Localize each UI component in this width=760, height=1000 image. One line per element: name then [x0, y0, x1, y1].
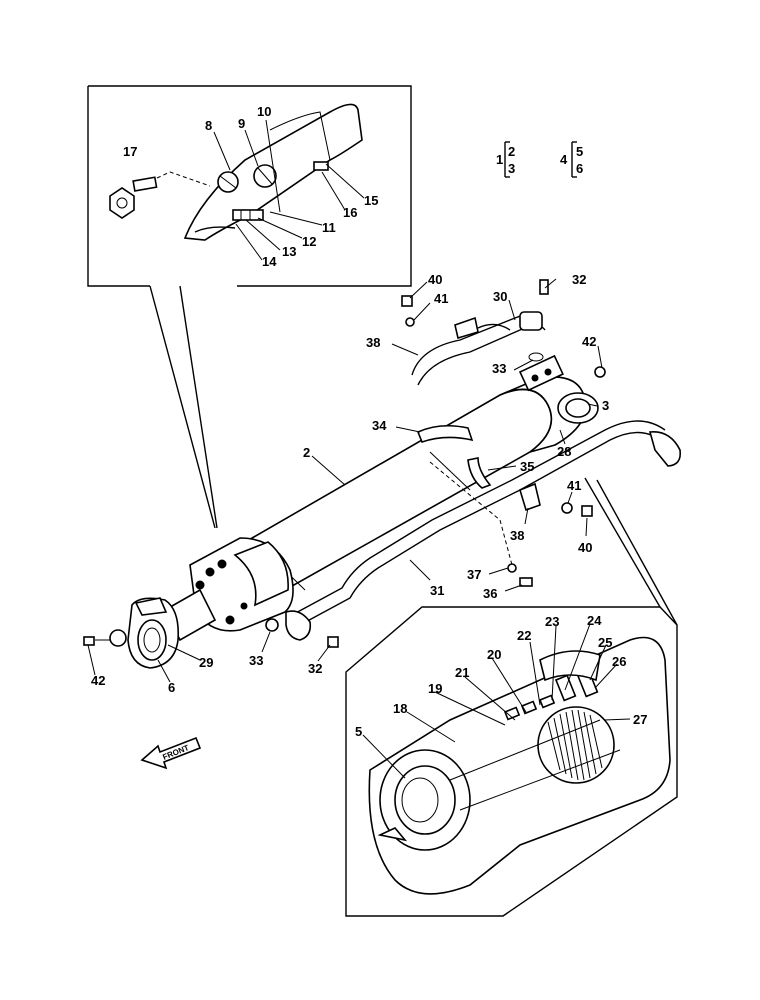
label-14: 14	[262, 254, 277, 269]
label-12: 12	[302, 234, 316, 249]
label-38-bottom: 38	[510, 528, 524, 543]
label-20: 20	[487, 647, 501, 662]
label-3: 3	[602, 398, 609, 413]
label-26: 26	[612, 654, 626, 669]
label-42-left: 42	[91, 673, 105, 688]
label-21: 21	[455, 665, 469, 680]
label-16: 16	[343, 205, 357, 220]
label-33-bottom: 33	[249, 653, 263, 668]
label-5: 5	[355, 724, 362, 739]
label-18: 18	[393, 701, 407, 716]
label-30: 30	[493, 289, 507, 304]
legend-item-3: 3	[508, 161, 515, 176]
label-9: 9	[238, 116, 245, 131]
label-34: 34	[372, 418, 387, 433]
label-23: 23	[545, 614, 559, 629]
label-10: 10	[257, 104, 271, 119]
label-32-bottom: 32	[308, 661, 322, 676]
label-11: 11	[322, 220, 336, 235]
label-6: 6	[168, 680, 175, 695]
label-40-top: 40	[428, 272, 442, 287]
label-25: 25	[598, 635, 612, 650]
label-36: 36	[483, 586, 497, 601]
thread-lines	[547, 709, 603, 781]
label-38-top: 38	[366, 335, 380, 350]
label-24: 24	[587, 613, 602, 628]
label-42-right: 42	[582, 334, 596, 349]
label-32-top: 32	[572, 272, 586, 287]
label-37: 37	[467, 567, 481, 582]
label-15: 15	[364, 193, 378, 208]
label-40-bottom: 40	[578, 540, 592, 555]
label-2: 2	[303, 445, 310, 460]
label-33-top: 33	[492, 361, 506, 376]
label-35: 35	[520, 459, 534, 474]
label-22: 22	[517, 628, 531, 643]
cylinder-tube	[238, 388, 553, 591]
cylinder-assembly: 2 3 28 32 40 41 30 38 33 42 34 35 41 38 …	[83, 272, 682, 695]
legend-item-5: 5	[576, 144, 583, 159]
legend-lead-1: 1	[496, 152, 503, 167]
front-direction-arrow: FRONT	[140, 736, 202, 770]
label-28: 28	[557, 444, 571, 459]
label-31: 31	[430, 583, 444, 598]
legend-lead-4: 4	[560, 152, 568, 167]
label-19: 19	[428, 681, 442, 696]
label-8: 8	[205, 118, 212, 133]
label-13: 13	[282, 244, 296, 259]
label-17: 17	[123, 144, 137, 159]
inset-piston-detail: 5 18 19 21 20 22 23 24 25 26 27	[345, 477, 678, 917]
label-27: 27	[633, 712, 647, 727]
label-29: 29	[199, 655, 213, 670]
label-41-bottom: 41	[567, 478, 581, 493]
assembly-legend: 1 2 3 4 5 6	[496, 141, 583, 178]
legend-item-6: 6	[576, 161, 583, 176]
label-41-top: 41	[434, 291, 448, 306]
inset-seal-detail: 17 8 9 10 11 12 13 14 15 16	[87, 85, 412, 529]
legend-item-2: 2	[508, 144, 515, 159]
